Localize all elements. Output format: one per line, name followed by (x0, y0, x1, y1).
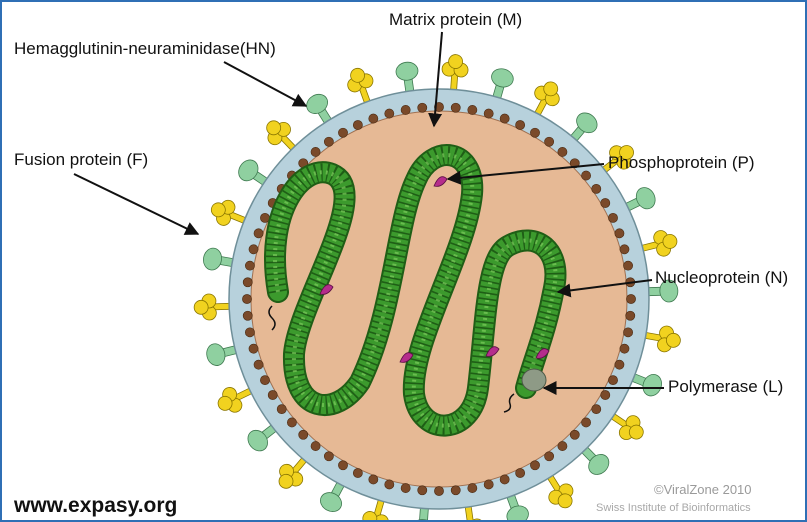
matrix-bead (558, 441, 567, 450)
matrix-bead (468, 105, 477, 114)
matrix-bead (626, 311, 635, 320)
matrix-bead (385, 109, 394, 118)
matrix-bead (249, 245, 258, 254)
matrix-bead (592, 184, 601, 193)
matrix-bead (601, 390, 610, 399)
matrix-bead (260, 213, 269, 222)
matrix-bead (484, 109, 493, 118)
label-polymerase: Polymerase (L) (668, 377, 783, 397)
matrix-bead (243, 311, 252, 320)
matrix-bead (324, 452, 333, 461)
matrix-bead (516, 468, 525, 477)
matrix-bead (242, 294, 251, 303)
matrix-bead (353, 120, 362, 129)
label-hemagglutinin-neuraminidase: Hemagglutinin-neuraminidase(HN) (14, 39, 276, 59)
matrix-bead (249, 344, 258, 353)
matrix-bead (338, 461, 347, 470)
matrix-bead (451, 486, 460, 495)
matrix-bead (592, 405, 601, 414)
matrix-bead (385, 480, 394, 489)
matrix-bead (530, 128, 539, 137)
matrix-bead (338, 128, 347, 137)
matrix-bead (311, 441, 320, 450)
polymerase-shape (522, 369, 546, 391)
label-fusion-protein: Fusion protein (F) (14, 150, 148, 170)
matrix-bead (558, 147, 567, 156)
matrix-bead (484, 480, 493, 489)
matrix-bead (245, 261, 254, 270)
hn-spike (194, 293, 234, 320)
matrix-bead (268, 390, 277, 399)
matrix-bead (620, 245, 629, 254)
matrix-bead (369, 114, 378, 123)
matrix-bead (401, 483, 410, 492)
matrix-bead (369, 475, 378, 484)
credit-institute: Swiss Institute of Bioinformatics (596, 502, 751, 514)
arrow-fusion (74, 174, 198, 234)
matrix-bead (530, 461, 539, 470)
matrix-bead (500, 114, 509, 123)
matrix-bead (324, 137, 333, 146)
arrow-hn (224, 62, 306, 106)
matrix-bead (615, 360, 624, 369)
matrix-bead (608, 213, 617, 222)
matrix-bead (418, 486, 427, 495)
matrix-bead (243, 278, 252, 287)
matrix-bead (623, 261, 632, 270)
matrix-bead (254, 229, 263, 238)
matrix-bead (581, 171, 590, 180)
matrix-bead (620, 344, 629, 353)
matrix-bead (623, 328, 632, 337)
matrix-bead (601, 198, 610, 207)
label-phosphoprotein: Phosphoprotein (P) (608, 153, 754, 173)
label-nucleoprotein: Nucleoprotein (N) (655, 268, 788, 288)
label-matrix-protein: Matrix protein (M) (389, 10, 522, 30)
credit-viralzone: ©ViralZone 2010 (654, 482, 752, 497)
matrix-bead (516, 120, 525, 129)
matrix-bead (451, 103, 460, 112)
matrix-bead (468, 483, 477, 492)
matrix-bead (311, 147, 320, 156)
matrix-bead (545, 137, 554, 146)
matrix-bead (353, 468, 362, 477)
matrix-bead (615, 229, 624, 238)
matrix-bead (570, 430, 579, 439)
matrix-bead (626, 294, 635, 303)
matrix-bead (260, 376, 269, 385)
matrix-bead (545, 452, 554, 461)
hn-spike (440, 54, 469, 95)
matrix-bead (401, 105, 410, 114)
matrix-bead (245, 328, 254, 337)
matrix-bead (418, 103, 427, 112)
matrix-bead (299, 430, 308, 439)
matrix-bead (608, 376, 617, 385)
website-caption: www.expasy.org (14, 494, 177, 518)
matrix-bead (287, 418, 296, 427)
matrix-bead (434, 486, 443, 495)
matrix-bead (500, 475, 509, 484)
matrix-bead (277, 405, 286, 414)
matrix-bead (581, 418, 590, 427)
matrix-bead (254, 360, 263, 369)
